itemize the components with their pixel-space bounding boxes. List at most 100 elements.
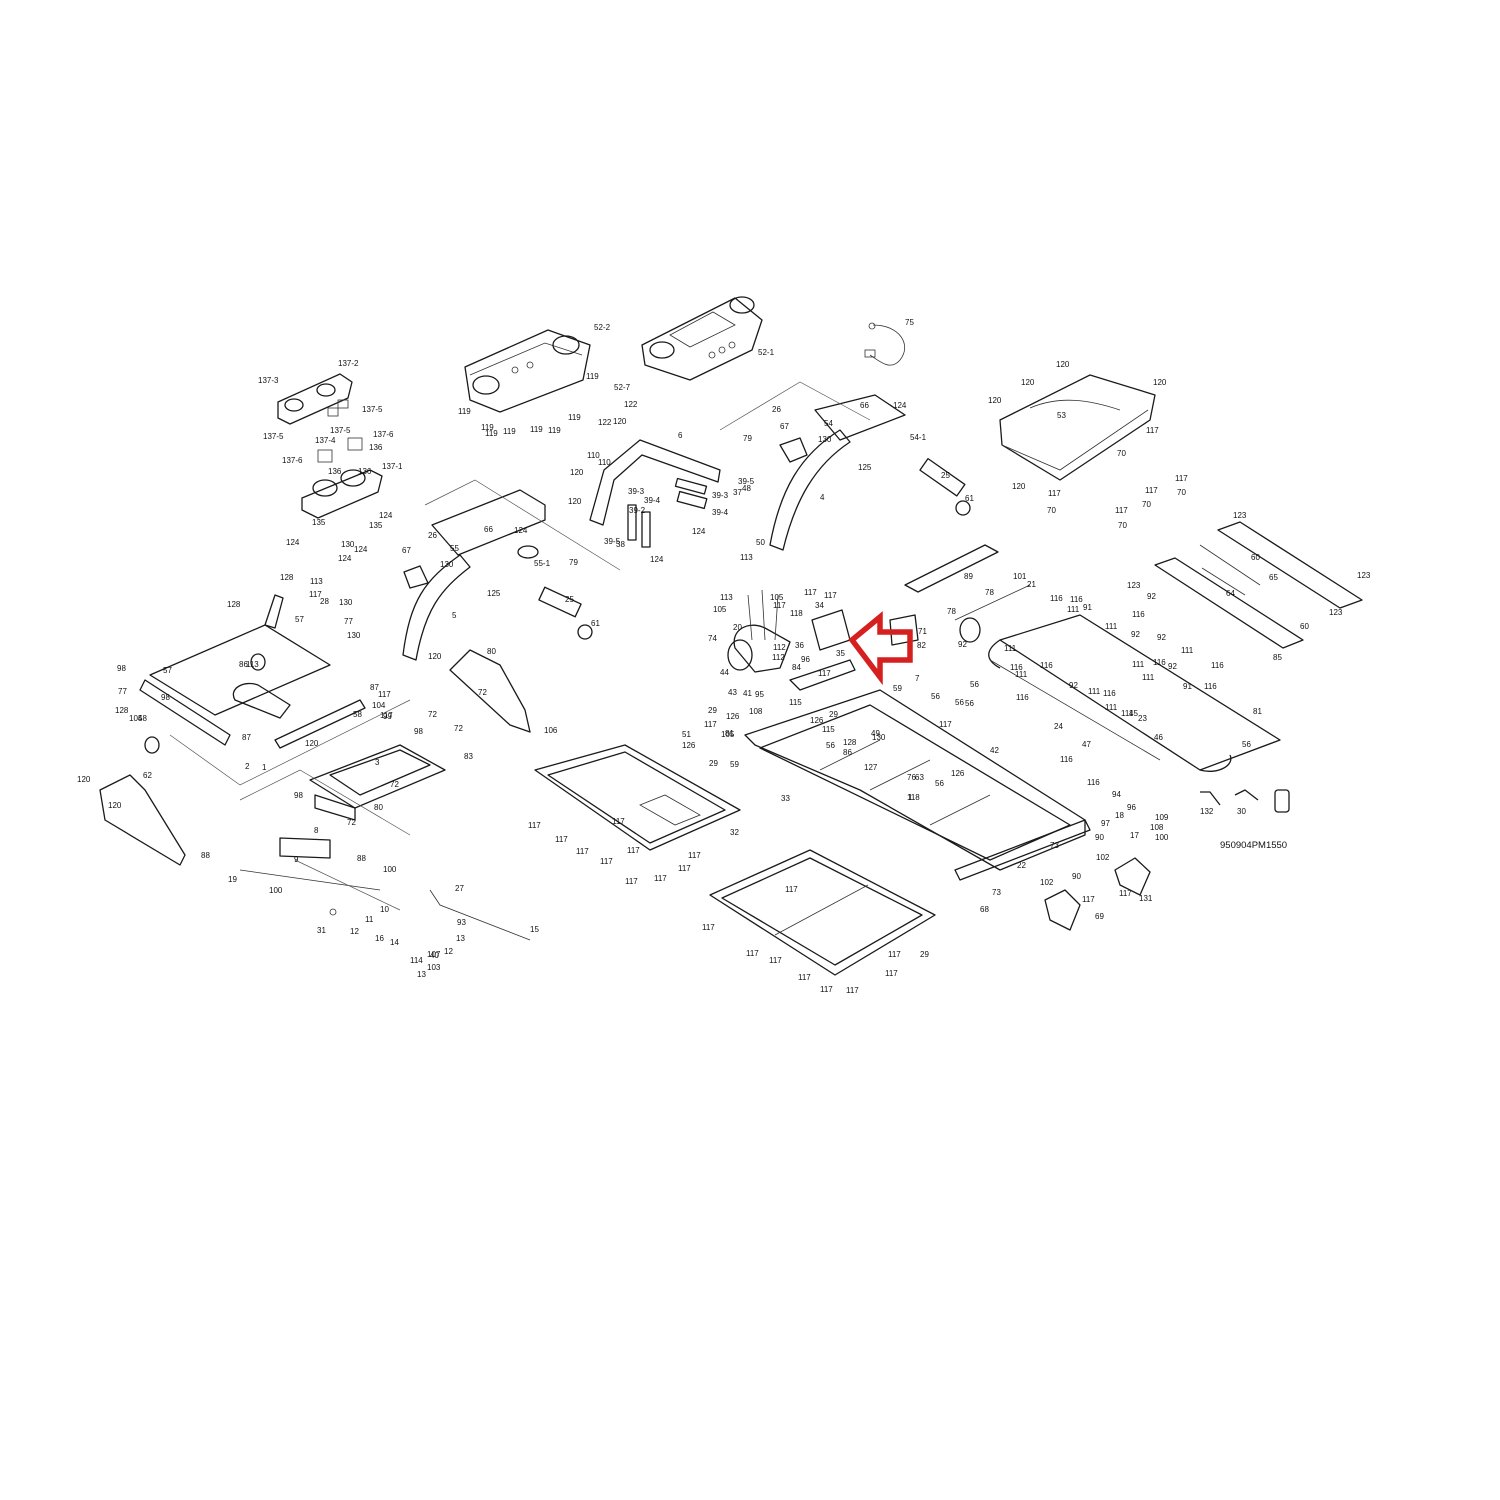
part-callout-label: 96 xyxy=(1127,803,1136,812)
part-callout-label: 42 xyxy=(990,746,999,755)
part-callout-label: 26 xyxy=(772,405,781,414)
part-callout-label: 117 xyxy=(704,720,717,729)
part-callout-label: 117 xyxy=(773,601,786,610)
part-callout-label: 88 xyxy=(357,854,366,863)
part-callout-label: 122 xyxy=(598,418,612,427)
part-callout-label: 33 xyxy=(781,794,790,803)
part-callout-label: 113 xyxy=(246,660,259,669)
part-callout-label: 117 xyxy=(380,711,393,720)
part-callout-label: 25 xyxy=(565,595,574,604)
part-callout-label: 110 xyxy=(587,451,600,460)
part-callout-label: 124 xyxy=(650,555,664,564)
part-callout-label: 51 xyxy=(682,730,691,739)
part-callout-label: 70 xyxy=(1177,488,1186,497)
part-callout-label: 2 xyxy=(245,762,250,771)
part-callout-label: 104 xyxy=(129,714,143,723)
part-callout-label: 117 xyxy=(1115,506,1128,515)
cup-holder-upper xyxy=(277,373,353,425)
part-callout-label: 39-2 xyxy=(629,506,646,515)
part-callout-label: 92 xyxy=(1069,681,1078,690)
part-callout-label: 7 xyxy=(915,674,920,683)
part-callout-label: 110 xyxy=(598,458,611,467)
part-callout-label: 137-5 xyxy=(330,426,351,435)
part-callout-label: 52-7 xyxy=(614,383,631,392)
part-callout-label: 117 xyxy=(1175,474,1188,483)
part-callout-label: 117 xyxy=(528,821,541,830)
upright-right xyxy=(719,381,971,551)
console-display-front xyxy=(641,296,763,381)
part-callout-label: 117 xyxy=(804,588,817,597)
part-callout-label: 126 xyxy=(951,769,965,778)
end-caps xyxy=(1044,857,1151,931)
part-callout-label: 119 xyxy=(481,423,494,432)
part-callout-label: 111 xyxy=(1105,622,1118,631)
part-callout-label: 116 xyxy=(1050,594,1063,603)
part-callout-label: 66 xyxy=(860,401,869,410)
part-callout-label: 120 xyxy=(570,468,584,477)
part-callout-label: 116 xyxy=(1153,658,1166,667)
part-callout-label: 36 xyxy=(795,641,804,650)
part-callout-label: 124 xyxy=(692,527,706,536)
part-callout-label: 120 xyxy=(1056,360,1070,369)
part-callout-label: 128 xyxy=(843,738,857,747)
part-callout-label: 105 xyxy=(713,605,727,614)
part-callout-label: 128 xyxy=(280,573,294,582)
part-callout-label: 112 xyxy=(772,653,785,662)
part-callout-label: 115 xyxy=(822,725,835,734)
part-callout-label: 26 xyxy=(428,531,437,540)
part-callout-label: 52-1 xyxy=(758,348,775,357)
part-callout-label: 46 xyxy=(1154,733,1163,742)
part-callout-label: 29 xyxy=(829,710,838,719)
part-callout-label: 87 xyxy=(370,683,379,692)
part-callout-label: 119 xyxy=(568,413,581,422)
part-callout-label: 120 xyxy=(77,775,91,784)
part-callout-label: 72 xyxy=(428,710,437,719)
part-callout-label: 117 xyxy=(818,669,831,678)
part-callout-label: 16 xyxy=(375,934,384,943)
part-callout-label: 85 xyxy=(1273,653,1282,662)
part-callout-label: 111 xyxy=(1142,673,1155,682)
part-callout-label: 125 xyxy=(858,463,872,472)
part-callout-label: 58 xyxy=(138,714,147,723)
part-callout-label: 32 xyxy=(730,828,739,837)
part-callout-label: 111 xyxy=(1015,670,1028,679)
part-callout-label: 118 xyxy=(907,793,920,802)
part-callout-label: 102 xyxy=(1040,878,1054,887)
part-callout-label: 117 xyxy=(885,969,898,978)
part-callout-label: 35 xyxy=(836,649,845,658)
part-callout-label: 50 xyxy=(756,538,765,547)
part-callout-label: 130 xyxy=(341,540,355,549)
part-callout-label: 79 xyxy=(743,434,752,443)
part-callout-label: 69 xyxy=(1095,912,1104,921)
part-callout-label: 70 xyxy=(1047,506,1056,515)
part-callout-label: 57 xyxy=(295,615,304,624)
part-callout-label: 54-1 xyxy=(910,433,927,442)
part-callout-label: 120 xyxy=(1012,482,1026,491)
part-callout-label: 8 xyxy=(314,826,319,835)
part-callout-label: 135 xyxy=(312,518,326,527)
part-callout-label: 45 xyxy=(1129,709,1138,718)
part-callout-label: 116 xyxy=(1103,689,1116,698)
part-callout-label: 111 xyxy=(1181,646,1194,655)
part-callout-label: 120 xyxy=(1021,378,1035,387)
part-callout-label: 31 xyxy=(317,926,326,935)
part-callout-label: 100 xyxy=(1155,833,1169,842)
part-callout-label: 39-3 xyxy=(628,487,645,496)
part-callout-label: 83 xyxy=(464,752,473,761)
part-callout-label: 135 xyxy=(369,521,383,530)
part-callout-label: 100 xyxy=(383,865,397,874)
part-callout-label: 27 xyxy=(455,884,464,893)
part-callout-label: 99 xyxy=(383,712,392,721)
part-callout-label: 111 xyxy=(1004,644,1017,653)
part-callout-label: 56 xyxy=(931,692,940,701)
part-callout-label: 117 xyxy=(654,874,667,883)
lift-bracket xyxy=(309,744,446,821)
part-callout-label: 57 xyxy=(163,666,172,675)
part-callout-label: 28 xyxy=(320,597,329,606)
part-callout-label: 74 xyxy=(708,634,717,643)
part-callout-label: 130 xyxy=(347,631,361,640)
part-callout-label: 12 xyxy=(350,927,359,936)
part-callout-label: 73 xyxy=(992,888,1001,897)
part-callout-label: 22 xyxy=(1017,861,1026,870)
part-callout-label: 4 xyxy=(820,493,825,502)
